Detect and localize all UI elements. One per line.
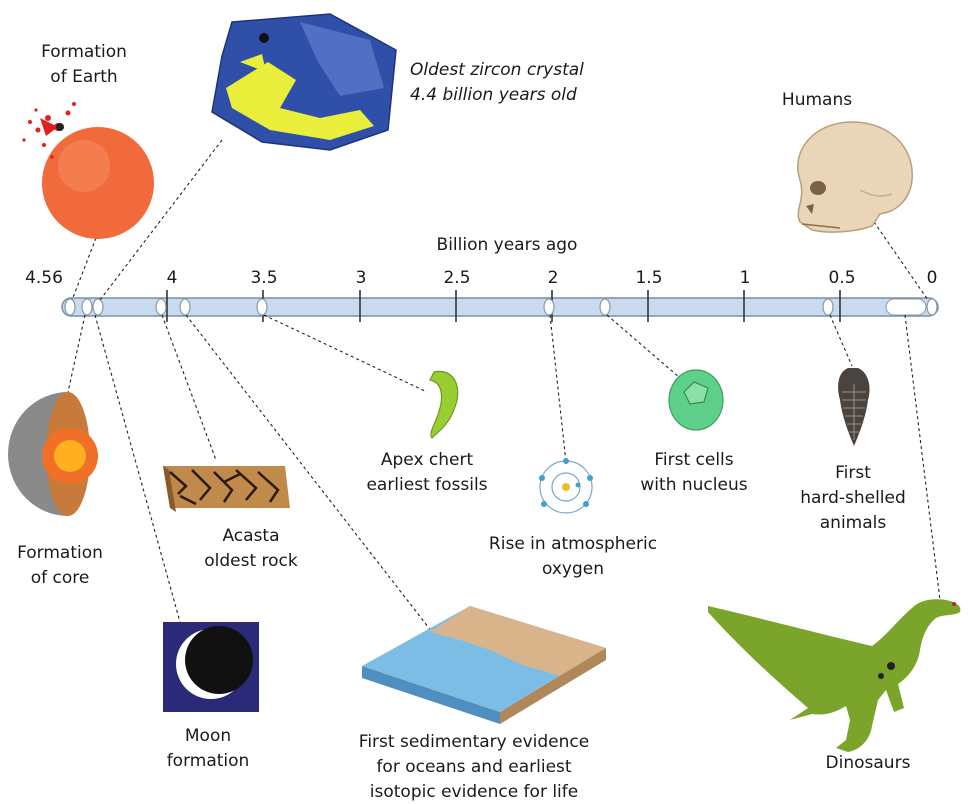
marker-hard-shelled <box>823 299 833 315</box>
label-oxygen-1: Rise in atmospheric <box>489 534 657 554</box>
marker-cells <box>600 299 610 315</box>
label-apex-1: Apex chert <box>381 450 474 470</box>
label-sedimentary-2: for oceans and earliest <box>376 757 571 777</box>
connector-oxygen <box>550 315 566 462</box>
label-hard-shelled-2: hard-shelled <box>800 488 906 508</box>
connector-apex <box>264 315 427 392</box>
marker-core <box>82 299 92 315</box>
tick-label: 0.5 <box>828 268 855 288</box>
zircon-crystal-illustration <box>212 14 396 150</box>
connector-acasta <box>162 315 216 460</box>
oxygen-atom-illustration <box>539 458 593 513</box>
marker-zircon <box>93 299 103 315</box>
label-sedimentary-3: isotopic evidence for life <box>370 782 578 802</box>
label-moon-2: formation <box>167 751 250 771</box>
trilobite-illustration <box>838 368 869 446</box>
label-formation-of-earth-1: Formation <box>41 42 127 62</box>
label-dinosaurs: Dinosaurs <box>826 753 911 773</box>
tick-label: 2 <box>548 268 559 288</box>
timeline-recent-segment <box>886 299 926 315</box>
acasta-rock-illustration <box>163 466 290 512</box>
tick-label: 4 <box>167 268 178 288</box>
earth-illustration <box>22 102 154 239</box>
tick-label: 3 <box>356 268 367 288</box>
tick-label: 0 <box>927 268 938 288</box>
label-cells-2: with nucleus <box>640 475 747 495</box>
label-apex-2: earliest fossils <box>366 475 487 495</box>
label-cells-1: First cells <box>654 450 733 470</box>
tick-label: 1 <box>740 268 751 288</box>
tick-labels: 4.56 4 3.5 3 2.5 2 1.5 1 0.5 0 <box>25 268 937 288</box>
skull-illustration <box>798 122 912 232</box>
dinosaur-illustration <box>708 599 960 752</box>
label-core-1: Formation <box>17 543 103 563</box>
tick-label: 3.5 <box>250 268 277 288</box>
sedimentary-illustration <box>362 606 606 724</box>
label-zircon-1: Oldest zircon crystal <box>410 60 584 80</box>
label-acasta-2: oldest rock <box>204 551 298 571</box>
axis-title: Billion years ago <box>437 235 578 255</box>
connector-earth <box>72 238 96 300</box>
tick-label: 1.5 <box>635 268 662 288</box>
label-zircon-2: 4.4 billion years old <box>410 85 577 105</box>
label-core-2: of core <box>31 568 90 588</box>
label-oxygen-2: oxygen <box>542 559 604 579</box>
moon-illustration <box>163 622 259 712</box>
marker-oxygen <box>544 299 554 315</box>
connector-core <box>68 315 85 392</box>
marker-acasta <box>156 299 166 315</box>
connector-dinosaurs <box>905 315 940 600</box>
connector-humans <box>874 222 928 300</box>
nucleated-cell-illustration <box>669 370 723 430</box>
marker-earth <box>65 299 75 315</box>
label-humans: Humans <box>782 90 852 110</box>
label-formation-of-earth-2: of Earth <box>50 67 117 87</box>
tick-label: 2.5 <box>443 268 470 288</box>
timeline: Billion years ago 4.56 4 3.5 3 2.5 2 1.5… <box>25 235 938 322</box>
connector-hard-shelled <box>830 315 852 366</box>
tick-label: 4.56 <box>25 268 63 288</box>
timeline-bar <box>62 298 938 316</box>
core-illustration <box>8 392 112 516</box>
label-sedimentary-1: First sedimentary evidence <box>359 732 589 752</box>
label-hard-shelled-3: animals <box>820 513 887 533</box>
marker-humans <box>927 299 937 315</box>
label-moon-1: Moon <box>185 726 231 746</box>
connector-cells <box>607 315 680 378</box>
marker-sedimentary <box>180 299 190 315</box>
apex-fossil-illustration <box>430 371 458 438</box>
label-acasta-1: Acasta <box>222 526 279 546</box>
marker-apex <box>257 299 267 315</box>
label-hard-shelled-1: First <box>835 463 871 483</box>
